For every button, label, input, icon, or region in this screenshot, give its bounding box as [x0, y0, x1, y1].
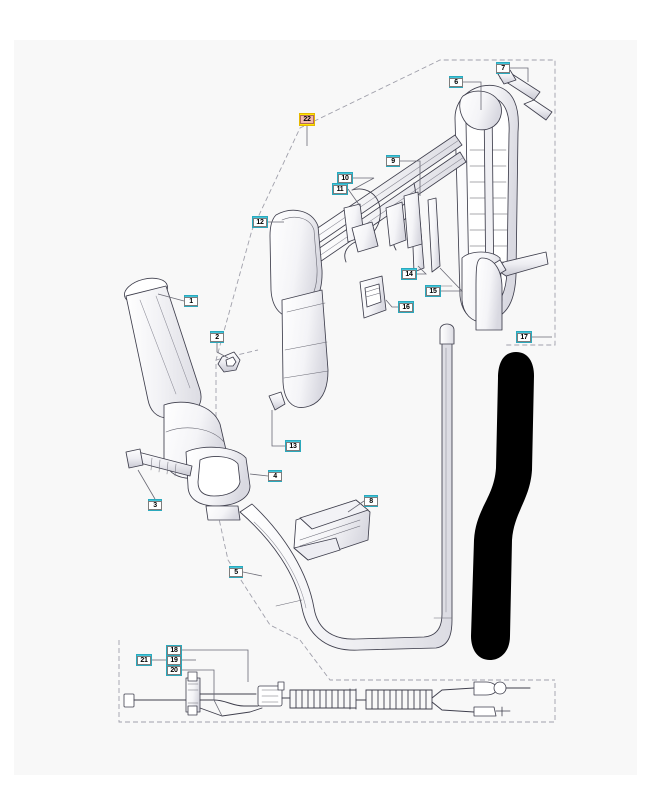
- leader-14: [417, 265, 427, 275]
- callout-16[interactable]: 16: [398, 301, 414, 313]
- hose-black-solid: [471, 352, 534, 660]
- leader-20: [182, 669, 223, 717]
- callout-8[interactable]: 8: [364, 495, 378, 507]
- cable-routing-10-11: [344, 188, 381, 263]
- module-tab: [277, 681, 285, 691]
- connector-18: [187, 671, 198, 682]
- cable-junction-19-detail: [187, 683, 199, 704]
- leader-10: [351, 177, 375, 191]
- battery-pack-8-front: [293, 537, 341, 561]
- battery-pack-8-top: [299, 499, 369, 530]
- cable-clip-11b: [351, 221, 379, 253]
- callout-9[interactable]: 9: [386, 155, 400, 167]
- upper-handle-assembly: [268, 69, 553, 411]
- callout-15[interactable]: 15: [425, 285, 441, 297]
- callout-11[interactable]: 11: [332, 183, 348, 195]
- callout-22-selected[interactable]: 22: [299, 113, 315, 126]
- cable-harness-assembly: [123, 671, 531, 717]
- handle-throttle-trigger: [459, 90, 502, 131]
- callout-leader-lines: [137, 67, 552, 717]
- callout-3[interactable]: 3: [148, 499, 162, 511]
- connector-20: [187, 705, 198, 716]
- cable-end-plug: [123, 693, 135, 708]
- callout-5[interactable]: 5: [229, 566, 243, 578]
- leader-4: [249, 473, 269, 477]
- callout-1[interactable]: 1: [184, 295, 198, 307]
- terminal-spade-lower-tip: [495, 706, 511, 717]
- trigger-switch-16-face: [364, 283, 382, 308]
- bracket-mid: [385, 201, 407, 247]
- assembly-group-dashed-outlines: [118, 59, 556, 723]
- cable-corrugated-sleeve-1: [289, 688, 357, 710]
- leader-1: [157, 293, 185, 302]
- tube-1-shade: [139, 295, 191, 395]
- lower-shaft-housing-seam: [283, 302, 329, 379]
- callout-6[interactable]: 6: [449, 76, 463, 88]
- cable-fork-upper: [431, 687, 475, 699]
- bolt-3-head: [125, 448, 144, 469]
- leader-11: [347, 188, 361, 207]
- shaft-5-main-tube: [239, 339, 453, 651]
- callout-21[interactable]: 21: [136, 654, 152, 666]
- callout-13[interactable]: 13: [285, 440, 301, 452]
- cable-run-mid: [199, 699, 259, 707]
- cable-branch-lower: [199, 707, 263, 717]
- cable-fork-lower: [431, 701, 475, 713]
- shield-17: [475, 257, 503, 331]
- left-tube-assembly: [124, 277, 251, 521]
- callout-14[interactable]: 14: [401, 268, 417, 280]
- tube-1-bulb-seam: [165, 427, 225, 443]
- callout-20[interactable]: 20: [166, 665, 182, 676]
- bolt-7b: [523, 99, 553, 121]
- bracket-9-plate: [403, 191, 423, 249]
- bolt-3-thread: [150, 457, 177, 477]
- clamp-4-hole: [197, 456, 241, 497]
- cable-corrugated-sleeve-2: [365, 689, 433, 710]
- lower-shaft-and-hose: [239, 285, 534, 660]
- terminal-ring-eye: [493, 681, 507, 695]
- leader-18: [182, 649, 249, 682]
- callout-12[interactable]: 12: [252, 216, 268, 228]
- lever-15: [427, 197, 441, 273]
- leader-2: [216, 343, 229, 359]
- tube-upper-run-2: [304, 151, 467, 269]
- bolt-17-long: [493, 251, 549, 277]
- terminal-ring-upper: [473, 681, 498, 696]
- callout-7[interactable]: 7: [496, 62, 510, 74]
- lower-shaft-housing: [281, 289, 329, 408]
- leader-3: [137, 469, 156, 500]
- terminal-spade-lower: [473, 706, 497, 717]
- leader-8: [347, 500, 365, 513]
- leader-6: [463, 81, 482, 110]
- inline-module-21-detail: [261, 689, 279, 703]
- nut-2-bore: [225, 356, 237, 367]
- callout-4[interactable]: 4: [268, 470, 282, 482]
- leader-15: [439, 267, 463, 292]
- callout-2[interactable]: 2: [210, 331, 224, 343]
- leader-9: [400, 160, 421, 196]
- shaft-collar-13: [268, 391, 286, 411]
- leader-13: [271, 410, 285, 447]
- shaft-5-upper-tip: [439, 323, 455, 345]
- leader-7: [510, 67, 529, 82]
- trigger-switch-16-lines: [365, 287, 381, 298]
- shaft-5-highlight: [253, 347, 447, 613]
- leader-5: [242, 571, 263, 577]
- callout-17[interactable]: 17: [516, 331, 532, 343]
- clamp-4-lug: [205, 505, 241, 521]
